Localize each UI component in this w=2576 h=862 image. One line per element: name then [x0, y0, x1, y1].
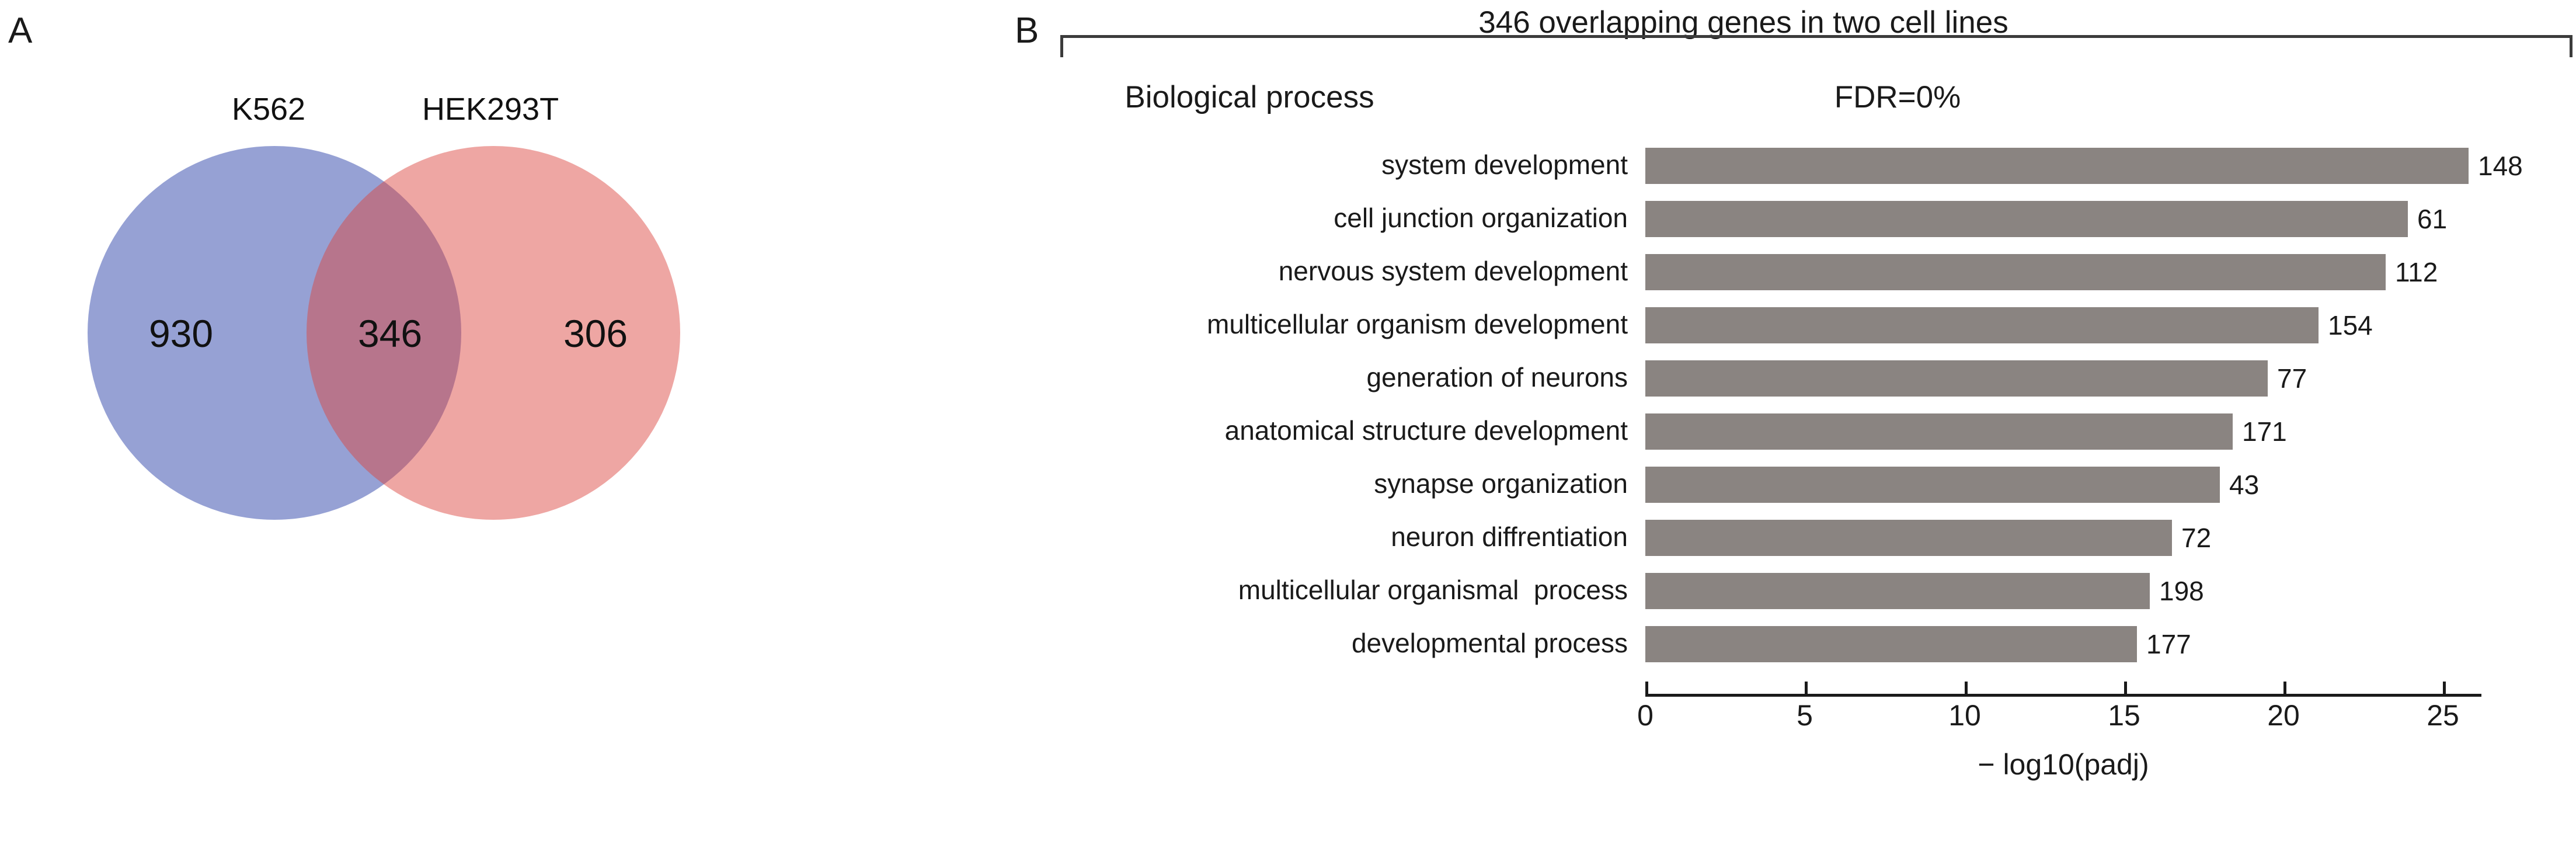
- bar-row: generation of neurons 77: [911, 356, 2576, 409]
- bar-category-label: synapse organization: [1374, 468, 1628, 499]
- bar: [1645, 626, 2137, 662]
- x-axis: − log10(padj) 0 5 10 15 20 25: [1637, 682, 2509, 779]
- bar-track: 77: [1645, 360, 2576, 397]
- bar-value-label: 171: [2242, 416, 2287, 447]
- venn-count-hek293t-only: 306: [563, 312, 628, 355]
- bar-value-label: 77: [2277, 363, 2307, 394]
- bar-track: 177: [1645, 626, 2576, 662]
- bar-track: 148: [1645, 148, 2576, 184]
- bar-track: 154: [1645, 307, 2576, 343]
- bar-category-label: multicellular organism development: [1207, 309, 1628, 339]
- bar-value-label: 198: [2159, 576, 2204, 606]
- venn-circle-k562: [88, 146, 461, 520]
- x-axis-tick: [1645, 682, 1648, 694]
- bar-value-label: 148: [2478, 151, 2523, 181]
- bar-category-label: generation of neurons: [1366, 362, 1628, 392]
- x-axis-line: [1645, 694, 2481, 697]
- venn-diagram: K562 HEK293T 930 346 306: [82, 93, 852, 666]
- chart-title: 346 overlapping genes in two cell lines: [1478, 5, 2008, 40]
- bar: [1645, 307, 2319, 343]
- venn-count-intersection: 346: [357, 312, 423, 355]
- venn-count-k562-only: 930: [148, 312, 214, 355]
- x-axis-tick-label: 25: [2427, 699, 2459, 732]
- bar-category-label: neuron diffrentiation: [1391, 522, 1628, 552]
- bar: [1645, 467, 2220, 503]
- bar-row: anatomical structure development 171: [911, 409, 2576, 462]
- bar: [1645, 413, 2233, 450]
- bar-value-label: 61: [2417, 204, 2448, 234]
- bar-value-label: 154: [2328, 310, 2373, 340]
- x-axis-tick-label: 20: [2267, 699, 2300, 732]
- bar-category-label: multicellular organismal process: [1238, 575, 1628, 605]
- bar: [1645, 254, 2386, 290]
- bar-track: 72: [1645, 520, 2576, 556]
- x-axis-tick-label: 0: [1637, 699, 1653, 732]
- bar-row: cell junction organization 61: [911, 196, 2576, 249]
- bar-category-label: cell junction organization: [1334, 203, 1628, 233]
- bar-track: 112: [1645, 254, 2576, 290]
- bar-value-label: 177: [2146, 629, 2191, 659]
- panel-b-label: B: [1015, 11, 1039, 51]
- bar-row: system development 148: [911, 143, 2576, 196]
- venn-label-hek293t: HEK293T: [422, 92, 559, 127]
- bar-row: developmental process 177: [911, 621, 2576, 675]
- chart-bracket: [1060, 35, 2572, 57]
- panel-a-label: A: [8, 11, 33, 51]
- bar-row: neuron diffrentiation 72: [911, 515, 2576, 568]
- x-axis-tick: [2124, 682, 2127, 694]
- x-axis-title: − log10(padj): [1978, 748, 2149, 781]
- x-axis-tick: [1805, 682, 1808, 694]
- venn-label-k562: K562: [231, 92, 306, 127]
- bar: [1645, 201, 2408, 237]
- bar-category-label: anatomical structure development: [1224, 415, 1628, 446]
- bar-track: 171: [1645, 413, 2576, 450]
- bar-category-label: system development: [1381, 150, 1628, 180]
- bar-row: multicellular organismal process 198: [911, 568, 2576, 621]
- x-axis-tick: [2283, 682, 2286, 694]
- chart-column-headers: Biological process FDR=0%: [911, 82, 2576, 123]
- bar-row: nervous system development 112: [911, 249, 2576, 303]
- bar-category-label: nervous system development: [1278, 256, 1628, 286]
- x-axis-tick-label: 15: [2108, 699, 2140, 732]
- bar-value-label: 112: [2395, 257, 2438, 287]
- column-header-biological-process: Biological process: [1125, 80, 1374, 114]
- bar-value-label: 43: [2229, 470, 2260, 500]
- bar: [1645, 148, 2469, 184]
- bar-track: 198: [1645, 573, 2576, 609]
- venn-circle-hek293t: [307, 146, 680, 520]
- x-axis-tick-label: 5: [1797, 699, 1813, 732]
- column-header-fdr: FDR=0%: [1834, 80, 1961, 114]
- panel-a-venn: A K562 HEK293T 930 346 306: [0, 0, 911, 862]
- bar: [1645, 360, 2268, 397]
- bar-chart-plot-area: system development 148 cell junction organ…: [911, 143, 2576, 695]
- bar-track: 43: [1645, 467, 2576, 503]
- bar-row: synapse organization 43: [911, 462, 2576, 515]
- bar-row: multicellular organism development 154: [911, 303, 2576, 356]
- x-axis-tick-label: 10: [1948, 699, 1981, 732]
- bar: [1645, 573, 2150, 609]
- bar-track: 61: [1645, 201, 2576, 237]
- panel-b-go-barchart: B 346 overlapping genes in two cell line…: [911, 0, 2576, 862]
- bar: [1645, 520, 2172, 556]
- bar-category-label: developmental process: [1351, 628, 1628, 658]
- x-axis-tick: [1965, 682, 1968, 694]
- x-axis-tick: [2443, 682, 2446, 694]
- bar-value-label: 72: [2181, 523, 2212, 553]
